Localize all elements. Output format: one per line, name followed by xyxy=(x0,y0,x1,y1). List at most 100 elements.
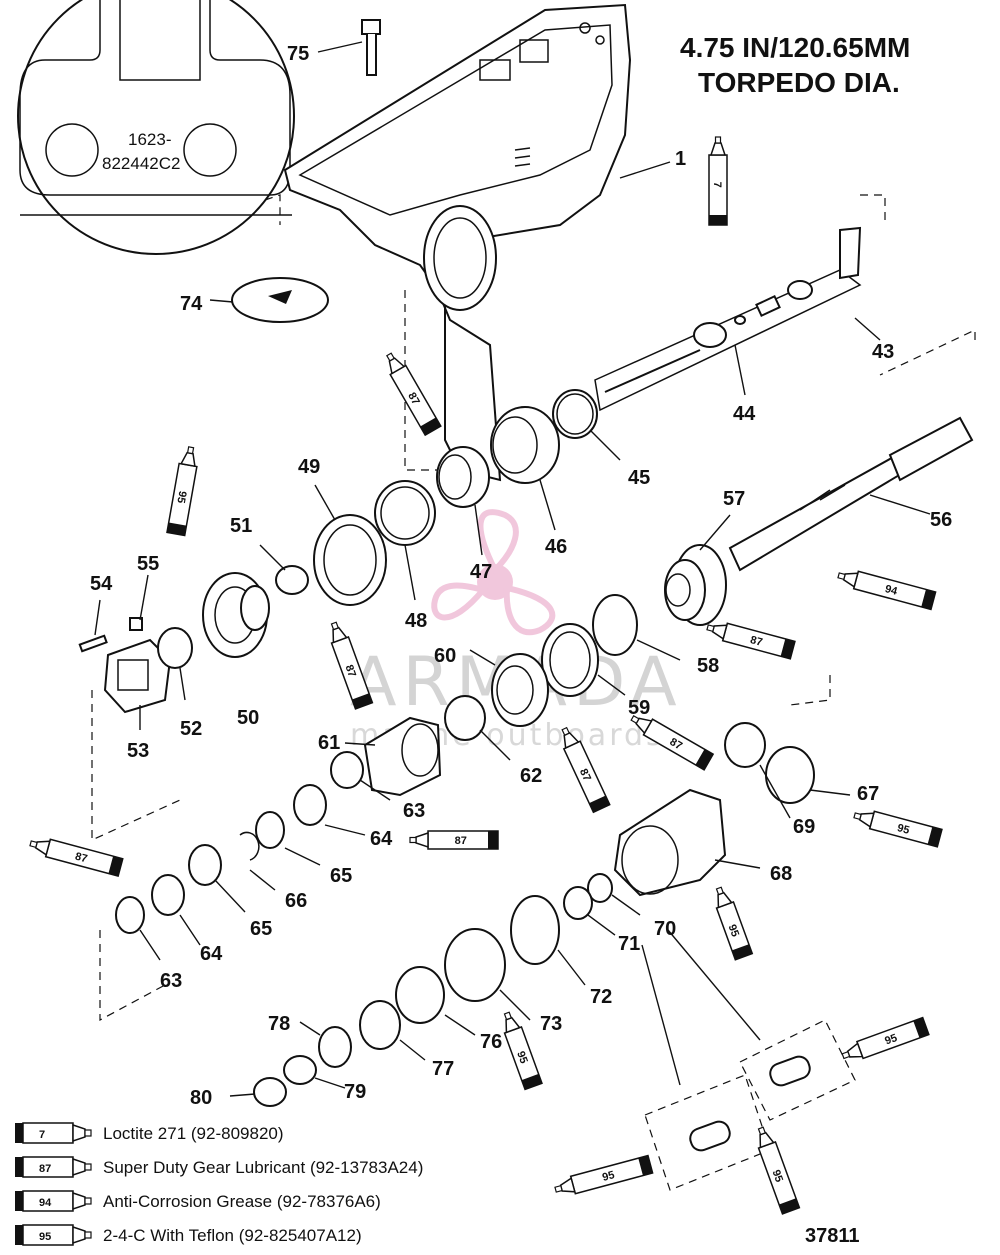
needle-bearing-62 xyxy=(444,695,486,741)
tab-washer-79 xyxy=(283,1055,317,1085)
part-label-76: 76 xyxy=(480,1031,502,1053)
forward-gear-50 xyxy=(202,572,270,658)
bearing-51 xyxy=(275,565,309,595)
legend-text: Super Duty Gear Lubricant (92-13783A24) xyxy=(103,1158,423,1177)
legend: 7 Loctite 271 (92-809820) 87 Super Duty Gea… xyxy=(15,1122,423,1246)
clutch-53 xyxy=(103,638,172,714)
part-label-65a: 65 xyxy=(330,865,352,887)
lubricant-tube-95: 95 xyxy=(841,1016,930,1060)
legend-code: 94 xyxy=(39,1197,52,1209)
lube-detail-boxes xyxy=(644,1019,856,1191)
part-label-43: 43 xyxy=(872,341,894,363)
part-label-53: 53 xyxy=(127,740,149,762)
tube-code: 94 xyxy=(884,583,900,598)
legend-item: 95 2-4-C With Teflon (92-825407A12) xyxy=(15,1224,362,1246)
lubricant-tube-87: 87 xyxy=(386,352,442,437)
bearing-cup-46 xyxy=(490,406,560,484)
detail-callout-line2: 822442C2 xyxy=(102,154,180,173)
part-label-69: 69 xyxy=(793,816,815,838)
shim-45 xyxy=(552,389,598,439)
legend-code: 7 xyxy=(39,1129,45,1141)
part-label-66: 66 xyxy=(285,890,307,912)
tube-code: 87 xyxy=(74,851,89,866)
bearing-64b xyxy=(151,874,185,916)
part-label-65b: 65 xyxy=(250,918,272,940)
needle-bearing-47 xyxy=(436,446,490,508)
thrust-bearing-59 xyxy=(541,623,599,697)
tube-code: 87 xyxy=(749,634,764,649)
anode-74 xyxy=(231,277,329,323)
o-ring-67 xyxy=(765,746,815,804)
legend-item: 94 Anti-Corrosion Grease (92-78376A6) xyxy=(15,1190,381,1212)
lubricant-tube-87: 87 xyxy=(330,621,374,710)
detail-inset: 1623- 822442C2 xyxy=(17,0,295,255)
lubricant-tube-95: 95 xyxy=(715,886,754,961)
tube-code: 95 xyxy=(770,1168,785,1184)
detent-55 xyxy=(129,617,143,631)
part-label-49: 49 xyxy=(298,456,320,478)
seal-65b xyxy=(188,844,222,886)
propeller-logo xyxy=(431,509,556,636)
seal-65a xyxy=(255,811,285,849)
part-label-50: 50 xyxy=(237,707,259,729)
part-label-73: 73 xyxy=(540,1013,562,1035)
part-label-1: 1 xyxy=(675,148,686,170)
bearing-71 xyxy=(563,886,593,920)
part-label-64a: 64 xyxy=(370,828,393,850)
part-label-57: 57 xyxy=(723,488,745,510)
part-label-72: 72 xyxy=(590,986,612,1008)
tube-code: 7 xyxy=(711,182,723,188)
tab-washer-72 xyxy=(510,895,560,965)
legend-item: 7 Loctite 271 (92-809820) xyxy=(15,1122,284,1144)
pin-54 xyxy=(78,634,108,653)
tube-code: 95 xyxy=(174,490,188,504)
spacer-77 xyxy=(359,1000,401,1050)
shim-48 xyxy=(374,480,436,546)
part-label-58: 58 xyxy=(697,655,719,677)
lubricant-tube-95: 95 xyxy=(853,810,943,848)
lubricant-tube-87: 87 xyxy=(29,838,124,878)
bolt-75 xyxy=(361,19,381,76)
lubricant-tube-87: 87 xyxy=(561,726,611,814)
legend-text: Loctite 271 (92-809820) xyxy=(103,1124,284,1143)
tube-code: 87 xyxy=(455,835,467,847)
lubricant-tubes: 7 87 95 87 94 87 87 87 87 87 95 95 95 95 95 95 xyxy=(29,136,943,1215)
lubricant-tube-7: 7 xyxy=(708,136,728,226)
part-label-55: 55 xyxy=(137,553,159,575)
bearing-cup-60 xyxy=(491,653,549,727)
title-line1: 4.75 IN/120.65MM xyxy=(680,32,910,63)
assembly-outlines xyxy=(91,194,976,1022)
part-label-71: 71 xyxy=(618,933,640,955)
tube-code: 87 xyxy=(668,736,685,753)
part-label-45: 45 xyxy=(628,467,650,489)
reverse-gear-57 xyxy=(664,544,727,626)
washer-70 xyxy=(587,873,613,903)
legend-code: 95 xyxy=(39,1231,51,1243)
lubricant-tube-95: 95 xyxy=(503,1011,543,1091)
part-label-46: 46 xyxy=(545,536,567,558)
washer-63a xyxy=(330,751,364,789)
part-label-74: 74 xyxy=(180,293,203,315)
part-label-79: 79 xyxy=(344,1081,366,1103)
part-label-61: 61 xyxy=(318,732,340,754)
tube-code: 95 xyxy=(726,923,741,939)
legend-text: 2-4-C With Teflon (92-825407A12) xyxy=(103,1226,362,1245)
bearing-73 xyxy=(444,928,506,1002)
lubricant-tube-95: 95 xyxy=(757,1126,801,1215)
lubricant-tube-95: 95 xyxy=(166,446,198,537)
tube-code: 95 xyxy=(601,1169,616,1184)
drawing-number: 37811 xyxy=(805,1225,860,1247)
tube-code: 95 xyxy=(896,822,911,837)
title-line2: TORPEDO DIA. xyxy=(698,67,900,98)
legend-text: Anti-Corrosion Grease (92-78376A6) xyxy=(103,1192,381,1211)
washer-78 xyxy=(318,1026,352,1068)
lubricant-tube-87: 87 xyxy=(630,715,715,771)
part-label-62: 62 xyxy=(520,765,542,787)
legend-code: 87 xyxy=(39,1163,51,1175)
part-label-80: 80 xyxy=(190,1087,212,1109)
shim-58 xyxy=(592,594,638,656)
leader-lines xyxy=(94,41,931,1097)
lubricant-tube-95: 95 xyxy=(554,1154,654,1195)
lubricant-tube-94: 94 xyxy=(837,570,937,611)
